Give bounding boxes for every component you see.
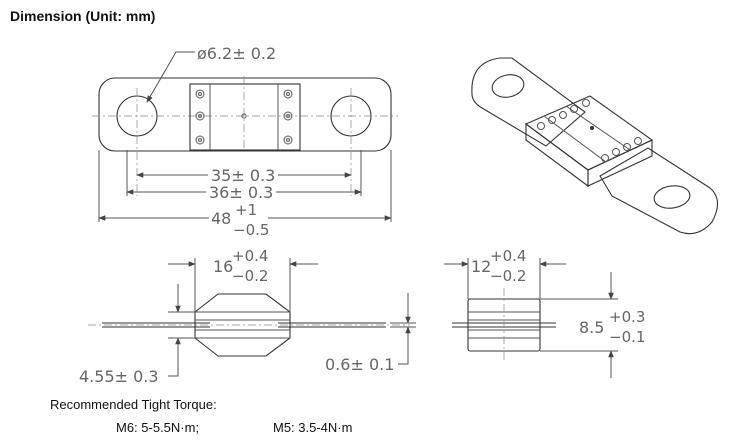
iso-body-top [524, 95, 654, 171]
page-title: Dimension (Unit: mm) [10, 8, 156, 24]
side-view: 12 +0.4 −0.2 8.5 +0.3 −0.1 [444, 247, 645, 378]
width-plus: +0.4 [232, 247, 268, 265]
length-plus: +1 [235, 201, 257, 219]
torque-m6: M6: 5-5.5N·m; [116, 420, 200, 435]
height-minus: −0.1 [609, 328, 645, 346]
thickness-label: 0.6± 0.1 [325, 355, 394, 374]
torque-m5: M5: 3.5-4N·m [273, 420, 353, 435]
fuse-outline [98, 77, 392, 152]
span-36-label: 36± 0.3 [209, 183, 273, 202]
iso-strip-lower [599, 147, 719, 235]
side-plus: +0.4 [490, 247, 526, 265]
iso-strip-upper [471, 57, 586, 147]
width-minus: −0.2 [232, 267, 268, 285]
torque-heading: Recommended Tight Torque: [50, 397, 217, 412]
isometric-view [471, 57, 719, 235]
length-minus: −0.5 [233, 221, 269, 239]
hole-diameter-label: ø6.2± 0.2 [197, 44, 276, 63]
iso-upper-hole [491, 74, 525, 98]
offset-label: 4.55± 0.3 [79, 367, 159, 386]
span-35-label: 35± 0.3 [211, 166, 275, 185]
height-main: 8.5 [579, 318, 604, 337]
top-view: ø6.2± 0.2 35± 0.3 36± 0.3 48 +1 −0.5 [92, 44, 398, 239]
iso-body-side [587, 139, 653, 187]
length-main: 48 [211, 209, 231, 228]
center-body [189, 83, 301, 151]
height-plus: +0.3 [609, 308, 645, 326]
iso-screws [537, 99, 642, 162]
iso-lower-hole [653, 185, 691, 209]
width-main: 16 [213, 257, 233, 276]
side-minus: −0.2 [490, 267, 526, 285]
iso-body-front [525, 122, 589, 188]
front-view: 16 +0.4 −0.2 4.55± 0.3 0.6± 0.1 [79, 247, 416, 386]
screw-circles [195, 89, 293, 145]
side-main: 12 [471, 257, 491, 276]
